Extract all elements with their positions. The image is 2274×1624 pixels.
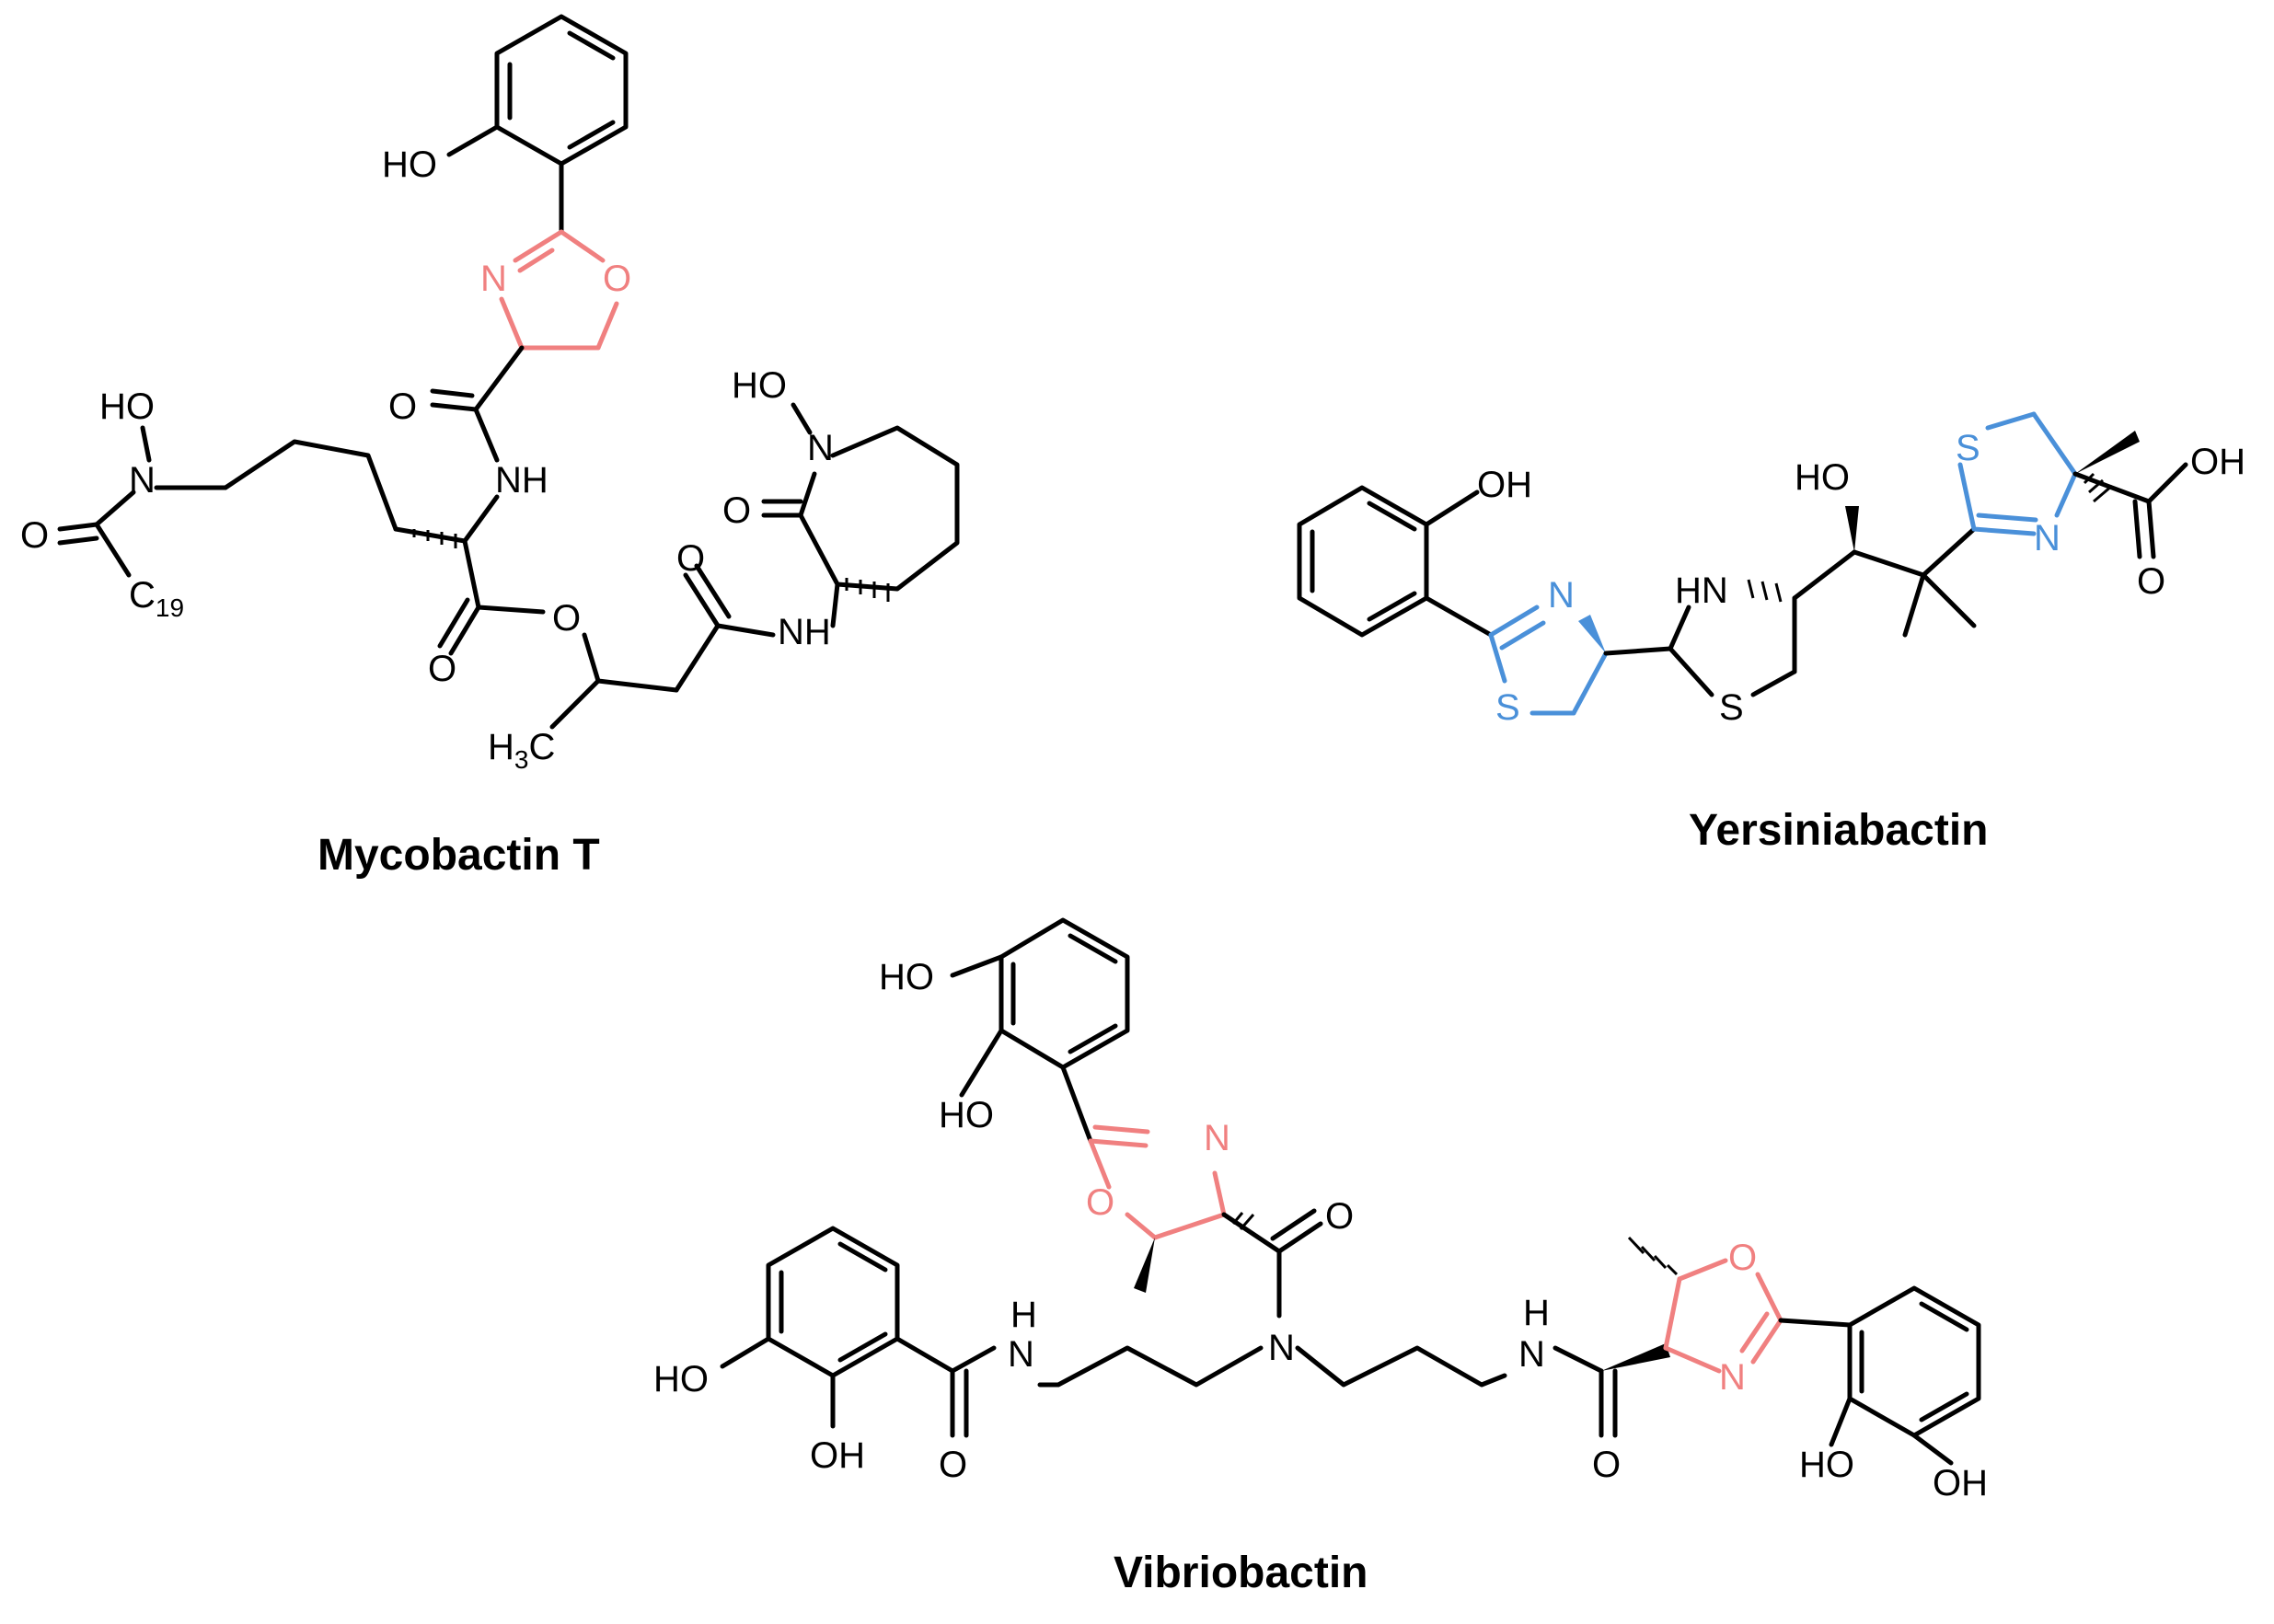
mycobactin-nh-label: NH (495, 460, 548, 501)
mycobactin-caprolactam-ring (761, 402, 960, 628)
mycobactin-h3c-c: C (528, 727, 555, 767)
vibriobactin-central-n-label: N (1268, 1328, 1295, 1368)
yersiniabactin-phenol-ring (1297, 485, 1494, 638)
yersiniabactin-structure: OH N S HN S (1297, 411, 2245, 855)
vibriobactin-right-oxazoline (1627, 1236, 1853, 1374)
mycobactin-ester-bonds (437, 563, 776, 730)
mycobactin-lysine-chain (154, 439, 481, 610)
mycobactin-lactam-o-label: O (722, 490, 751, 531)
vibriobactin-left-n-label: N (1008, 1334, 1034, 1375)
vibriobactin-name: Vibriobactin (1114, 1549, 1368, 1597)
vibriobactin-upper-catechol (950, 917, 1130, 1144)
mycobactin-phenol-ho-label: HO (382, 144, 437, 185)
yersiniabactin-sidechain-ho-label: HO (1795, 457, 1850, 498)
yersiniabactin-thiazolidine-hn-label: HN (1675, 570, 1728, 611)
yersiniabactin-phenol-oh-label: OH (1477, 465, 1532, 505)
vibriobactin-right-carbonyl-o-label: O (1592, 1445, 1621, 1485)
yersiniabactin-thiazolidine-s-label: S (1719, 687, 1744, 728)
mycobactin-c19-c: C (129, 575, 156, 616)
mycobactin-h3c-subscript: 3 (514, 745, 529, 774)
mycobactin-c19-label: C19 (129, 575, 184, 622)
mycobactin-c19-subscript: 19 (156, 593, 184, 622)
vibriobactin-upper-ho1-label: HO (879, 957, 934, 997)
mycobactin-t-name: Mycobactin T (317, 831, 600, 880)
vibriobactin-upper-oxazoline-n-label: N (1204, 1118, 1230, 1158)
vibriobactin-right-chain (1295, 1343, 1670, 1438)
mycobactin-amide-o2-label: O (676, 538, 705, 579)
yersiniabactin-thiazoline-2-n-label: N (2034, 518, 2060, 559)
yersiniabactin-thiazoline-2 (1957, 411, 2188, 559)
vibriobactin-upper-carbonyl-o-label: O (1325, 1196, 1354, 1237)
mycobactin-oxazoline-ring (499, 161, 619, 351)
vibriobactin-right-oh-label: OH (1933, 1463, 1988, 1503)
vibriobactin-left-carbonyl-o-label: O (939, 1445, 967, 1485)
mycobactin-lactam-ho-label: HO (732, 365, 787, 406)
vibriobactin-upper-oxazoline-o-label: O (1086, 1182, 1114, 1223)
vibriobactin-left-oh-label: OH (810, 1435, 865, 1476)
vibriobactin-right-ho-label: HO (1799, 1445, 1854, 1485)
vibriobactin-right-n-label: N (1518, 1334, 1545, 1375)
vibriobactin-right-catechol (1829, 1285, 1981, 1466)
mycobactin-nh2-label: NH (778, 612, 831, 652)
vibriobactin-upper-ho2-label: HO (939, 1095, 994, 1135)
vibriobactin-structure: HO HO N O O N (653, 917, 1988, 1597)
mycobactin-acyl-o-label: O (20, 515, 49, 556)
yersiniabactin-sidechain (1792, 506, 1977, 638)
vibriobactin-left-chain (895, 1336, 1264, 1438)
mycobactin-oxazoline-o-label: O (603, 259, 631, 299)
vibriobactin-right-oxazoline-n-label: N (1719, 1357, 1746, 1398)
vibriobactin-left-catechol (720, 1226, 900, 1429)
vibriobactin-left-ho-label: HO (653, 1359, 709, 1399)
mycobactin-amide-bonds (430, 345, 525, 544)
mycobactin-h3c-h: H (488, 727, 514, 767)
mycobactin-oxazoline-n-label: N (480, 259, 507, 299)
mycobactin-h3c-label: H3C (488, 727, 555, 774)
yersiniabactin-name: Yersiniabactin (1689, 806, 1988, 855)
mycobactin-lactam-n-label: N (807, 428, 834, 468)
mycobactin-t-structure: HO N O O NH (20, 14, 960, 880)
vibriobactin-right-h-label: H (1523, 1293, 1550, 1333)
yersiniabactin-thiazoline-2-s-label: S (1956, 428, 1980, 468)
yersiniabactin-thiazoline-1-s-label: S (1495, 687, 1520, 728)
vibriobactin-left-h-label: H (1010, 1295, 1037, 1335)
mycobactin-ester-carbonyl-o-label: O (428, 649, 456, 689)
mycobactin-ester-o-label: O (552, 598, 581, 639)
mycobactin-phenol-ring (446, 14, 629, 167)
yersiniabactin-acid-o-label: O (2137, 561, 2165, 602)
yersiniabactin-thiazoline-1-n-label: N (1548, 575, 1575, 616)
mycobactin-hydroxamate-bonds (57, 425, 152, 578)
yersiniabactin-acid-oh-label: OH (2190, 442, 2245, 482)
mycobactin-hydroxamate-ho-label: HO (99, 386, 155, 427)
yersiniabactin-thiazoline-1 (1488, 605, 1609, 716)
mycobactin-amide-o-label: O (388, 386, 417, 427)
yersiniabactin-thiazolidine (1603, 579, 1797, 697)
vibriobactin-upper-oxazoline (1088, 1124, 1323, 1319)
vibriobactin-right-oxazoline-o-label: O (1728, 1238, 1757, 1278)
